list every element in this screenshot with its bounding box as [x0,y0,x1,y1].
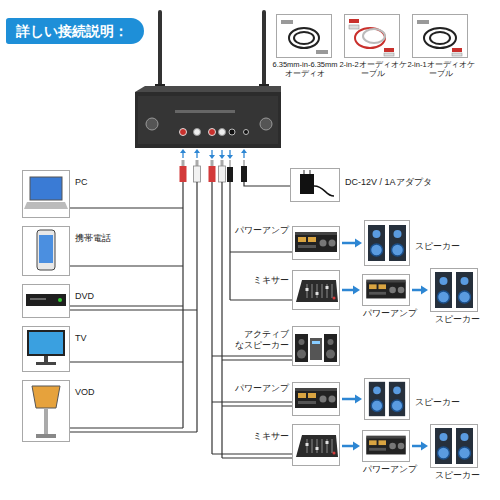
flow-arrow [342,395,362,404]
device-box: TV [22,326,70,372]
arrow-head [421,286,428,295]
device-label: ミキサー [253,275,289,286]
device-label: DC-12V / 1Aアダプタ [345,177,432,188]
cable-icon [417,20,462,56]
device-box: 2-in-2オーディオケーブル [344,14,400,58]
device-label: PC [75,177,88,188]
flow-arrow [342,442,360,451]
device-label: VOD [75,387,95,398]
flow-arrow [412,286,428,295]
device-label: 携帯電話 [75,233,111,244]
device-box: パワーアンプ [362,430,410,462]
arrow-line [342,289,354,292]
device-label: スピーカー [435,470,480,481]
device-box: スピーカー [364,220,410,266]
arrow-line [412,289,422,292]
dvd-icon [26,294,66,306]
device-label: スピーカー [435,314,480,325]
device-box: スピーカー [430,424,478,468]
arrow-line [342,398,356,401]
device-label: TV [75,333,87,344]
phone-icon [37,230,55,270]
arrow-head [355,395,362,404]
device-label: DVD [75,291,94,302]
arrow-head [355,239,362,248]
cable-icon [349,19,394,56]
device-box: スピーカー [364,378,410,420]
device-label: パワーアンプ [363,464,417,475]
device-box: VOD [22,380,70,442]
flow-arrow [342,286,360,295]
device-label: スピーカー [415,397,460,408]
adapter-icon [300,170,334,196]
device-label: ミキサー [253,431,289,442]
cable-wires [70,182,292,458]
arrow-head [421,442,428,451]
device-box: DC-12V / 1Aアダプタ [290,168,340,202]
arrow-line [342,242,356,245]
device-label: 2-in-1オーディオケーブル [407,60,475,78]
wireless-receiver [135,10,281,148]
device-box: スピーカー [430,268,478,312]
arrow-line [342,445,354,448]
device-box: アクティブ なスピーカー [292,326,340,366]
laptop-icon [24,177,68,209]
device-box: パワーアンプ [362,274,410,306]
device-box: PC [22,170,70,218]
kiosk-icon [32,386,60,438]
device-label: 6.35mm-in-6.35mm オーディオ [271,60,339,78]
flow-arrow [342,239,362,248]
plug-arrows [180,149,247,159]
device-label: 2-in-2オーディオケーブル [339,60,407,78]
cable-icon [281,20,328,54]
title-banner: 詳しい接続説明： [6,18,144,44]
plugs [180,160,248,182]
device-box: パワーアンプ [292,226,340,260]
device-label: パワーアンプ [235,383,289,394]
device-label: パワーアンプ [363,308,417,319]
device-box: 2-in-1オーディオケーブル [412,14,468,58]
arrow-line [412,445,422,448]
arrow-head [353,286,360,295]
flow-arrow [412,442,428,451]
device-box: 6.35mm-in-6.35mm オーディオ [276,14,332,58]
device-label: スピーカー [415,241,460,252]
device-box: ミキサー [292,424,340,466]
device-box: 携帯電話 [22,226,70,276]
device-box: DVD [22,284,70,318]
device-label: アクティブ なスピーカー [233,329,289,351]
device-label: パワーアンプ [235,225,289,236]
device-box: パワーアンプ [292,382,340,416]
device-box: ミキサー [292,270,340,310]
tv-icon [27,330,65,365]
arrow-head [353,442,360,451]
